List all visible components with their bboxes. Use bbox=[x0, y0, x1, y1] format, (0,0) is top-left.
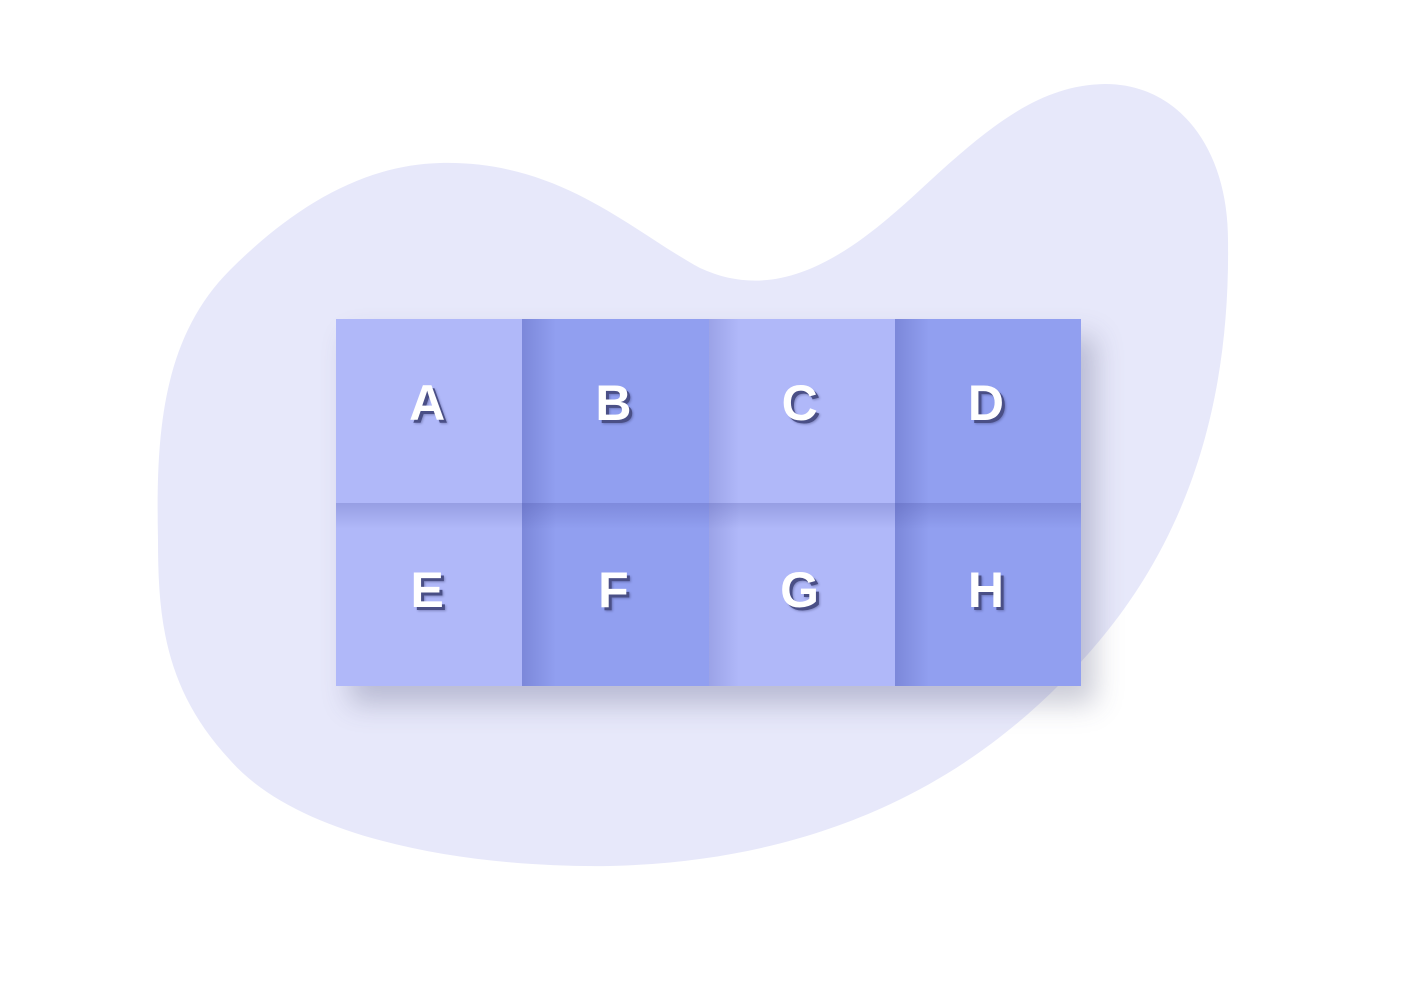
tile-label: D bbox=[967, 374, 1004, 431]
tile-label: A bbox=[409, 374, 446, 431]
tile-label: G bbox=[780, 562, 820, 619]
tile-b[interactable]: B bbox=[522, 319, 709, 503]
tile-label: E bbox=[410, 562, 444, 619]
tile-label: B bbox=[595, 374, 632, 431]
tile-label: H bbox=[967, 562, 1004, 619]
tile-g[interactable]: G bbox=[708, 502, 895, 686]
letter-grid: A B C D E F G H bbox=[336, 319, 1081, 686]
tile-c[interactable]: C bbox=[708, 319, 895, 503]
tile-e[interactable]: E bbox=[336, 502, 523, 686]
tile-a[interactable]: A bbox=[336, 319, 523, 503]
tile-d[interactable]: D bbox=[894, 319, 1081, 503]
tile-label: F bbox=[598, 562, 629, 619]
tile-f[interactable]: F bbox=[522, 502, 709, 686]
tile-h[interactable]: H bbox=[894, 502, 1081, 686]
tile-label: C bbox=[781, 374, 818, 431]
